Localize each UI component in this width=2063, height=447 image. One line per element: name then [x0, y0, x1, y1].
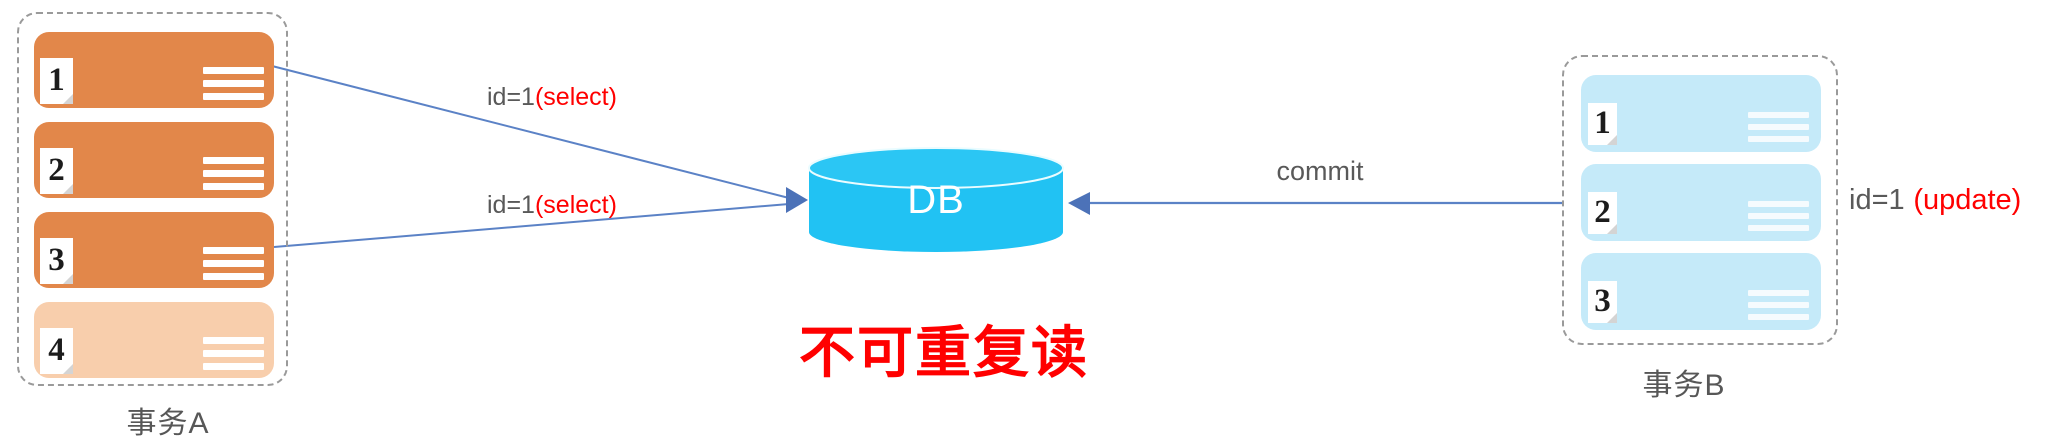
- select-label-2-prefix: id=1: [487, 191, 535, 219]
- text-lines-icon: [1748, 290, 1809, 320]
- transaction-a-group: 1 2 3 4: [17, 12, 288, 386]
- page-icon: 2: [40, 148, 73, 194]
- text-lines-icon: [203, 247, 264, 280]
- page-icon: 4: [40, 328, 73, 374]
- update-label-highlight: (update): [1913, 184, 2022, 216]
- transaction-a-step-4: 4: [34, 302, 274, 378]
- arrowhead-into-db-right: [1068, 192, 1090, 215]
- select-label-2-highlight: (select): [534, 191, 617, 219]
- transaction-b-step-3: 3: [1581, 253, 1821, 330]
- transaction-a-step-2: 2: [34, 122, 274, 198]
- text-lines-icon: [1748, 201, 1809, 231]
- update-label-prefix: id=1: [1849, 184, 1905, 216]
- page-icon: 3: [40, 238, 73, 284]
- page-icon: 1: [1588, 103, 1617, 145]
- commit-label: commit: [1276, 156, 1364, 186]
- select-label-1: id=1(select): [487, 83, 617, 112]
- transaction-b-step-1: 1: [1581, 75, 1821, 152]
- page-icon: 3: [1588, 281, 1617, 323]
- select-label-1-prefix: id=1: [487, 83, 535, 111]
- text-lines-icon: [203, 157, 264, 190]
- page-icon: 2: [1588, 192, 1617, 234]
- transaction-b-group: 1 2 3: [1562, 55, 1838, 345]
- transaction-b-step-2: 2: [1581, 164, 1821, 241]
- transaction-a-step-3: 3: [34, 212, 274, 288]
- update-label: id=1(update): [1849, 184, 2021, 217]
- text-lines-icon: [1748, 112, 1809, 142]
- text-lines-icon: [203, 67, 264, 100]
- select-label-2: id=1(select): [487, 191, 617, 220]
- transaction-b-label: 事务B: [1642, 369, 1726, 402]
- diagram-title: 不可重复读: [799, 321, 1089, 384]
- text-lines-icon: [203, 337, 264, 370]
- select-label-1-highlight: (select): [534, 83, 617, 111]
- page-icon: 1: [40, 58, 73, 104]
- arrowhead-into-db-left: [786, 187, 808, 213]
- transaction-a-step-1: 1: [34, 32, 274, 108]
- transaction-a-label: 事务A: [126, 407, 210, 440]
- db-label: DB: [907, 178, 965, 222]
